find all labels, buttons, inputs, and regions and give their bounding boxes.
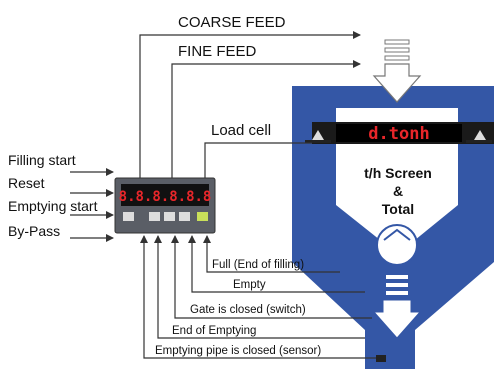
screen-line-3: Total <box>382 201 414 217</box>
hopper-display-text: d.tonh <box>368 124 429 144</box>
feed-inlet <box>372 39 422 103</box>
pipe-ring <box>386 275 408 279</box>
gate-closed-label: Gate is closed (switch) <box>190 304 306 316</box>
screen-line-1: t/h Screen <box>364 165 432 181</box>
outflow-arrow-icon <box>372 299 422 339</box>
fine-feed-label: FINE FEED <box>178 43 257 60</box>
by-pass-label: By-Pass <box>8 223 60 239</box>
pipe-closed-label: Emptying pipe is closed (sensor) <box>155 345 321 357</box>
inlet-ring <box>384 55 410 61</box>
load-cell-right-base <box>466 140 492 143</box>
controller-enter-button[interactable] <box>197 212 208 221</box>
input-lines <box>70 168 114 242</box>
controller-button[interactable] <box>164 212 175 221</box>
empty-label: Empty <box>233 279 266 291</box>
full-line <box>203 235 340 273</box>
pipe-sensor-icon <box>376 355 386 362</box>
load-cell-label: Load cell <box>211 122 271 139</box>
inlet-ring <box>384 39 410 45</box>
coarse-feed-line <box>139 31 361 178</box>
emptying-start-label: Emptying start <box>8 198 98 214</box>
controller-display-text: 8.8.8.8.8.8 <box>119 189 212 205</box>
empty-line <box>188 235 365 293</box>
coarse-feed-label: COARSE FEED <box>178 14 286 31</box>
pipe-closed-line <box>140 235 376 359</box>
filling-start-label: Filling start <box>8 152 76 168</box>
end-emptying-line <box>154 235 365 339</box>
gate-closed-line <box>171 235 372 319</box>
screen-line-2: & <box>393 183 403 199</box>
load-cell-assembly: d.tonh <box>305 122 494 144</box>
controller-display <box>121 184 209 206</box>
fine-feed-line <box>171 60 361 178</box>
pipe-ring <box>386 283 408 287</box>
end-emptying-label: End of Emptying <box>172 325 256 337</box>
inflow-arrow-icon <box>372 63 422 103</box>
feedback-lines <box>140 235 376 359</box>
hopper-display <box>336 124 462 142</box>
load-cell-left-base <box>305 140 331 143</box>
controller-button[interactable] <box>123 212 134 221</box>
full-label: Full (End of filling) <box>212 259 304 271</box>
controller-button[interactable] <box>179 212 190 221</box>
controller-unit: 8.8.8.8.8.8 <box>114 177 216 234</box>
inlet-ring <box>384 47 410 53</box>
gate-valve-pivot <box>383 228 411 241</box>
reset-label: Reset <box>8 175 45 191</box>
load-cell-left-icon <box>312 130 324 140</box>
controller-button[interactable] <box>149 212 160 221</box>
load-cell-line <box>204 142 312 178</box>
load-cell-right-icon <box>474 130 486 140</box>
pipe-ring <box>386 291 408 295</box>
output-lines <box>139 31 361 178</box>
gate-valve-icon <box>376 224 418 266</box>
